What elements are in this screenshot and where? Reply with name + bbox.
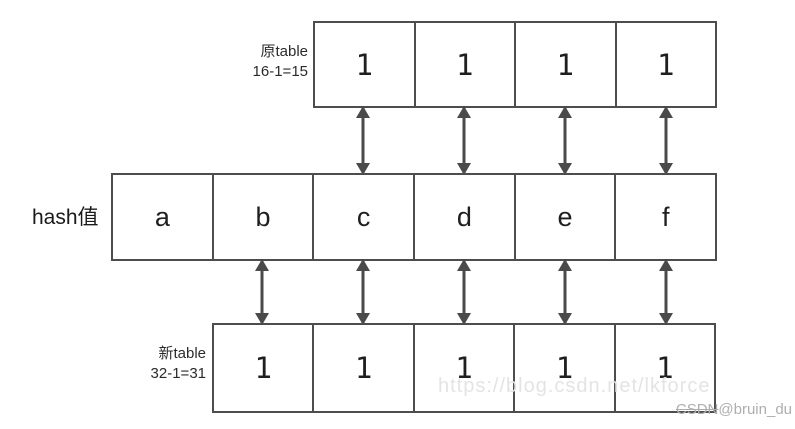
hash-value-row: a b c d e f — [111, 173, 717, 261]
original-table-row: 1 1 1 1 — [313, 21, 717, 108]
double-arrow-icon — [457, 259, 471, 325]
csdn-watermark-text: CSDN — [675, 401, 719, 418]
new-table-label-mask: 32-1=31 — [150, 365, 206, 382]
hash-cell: e — [516, 175, 617, 259]
hash-cell: c — [314, 175, 416, 259]
new-table-cell: 1 — [314, 325, 415, 411]
blog-url-watermark: https://blog.csdn.net/lkforce — [438, 375, 711, 397]
original-table-label-mask: 16-1=15 — [252, 63, 308, 80]
double-arrow-icon — [356, 106, 370, 175]
new-table-cell: 1 — [415, 325, 516, 411]
original-table-label: 原table 16-1=15 — [200, 42, 308, 82]
double-arrow-icon — [356, 259, 370, 325]
new-table-row: 1 1 1 1 1 — [212, 323, 716, 413]
double-arrow-icon — [659, 106, 673, 175]
double-arrow-icon — [558, 106, 572, 175]
author-watermark-text: @bruin_du — [718, 401, 792, 418]
new-table-cell: 1 — [656, 351, 674, 385]
hash-cell: a — [113, 175, 214, 259]
hash-value-label: hash值 — [32, 206, 99, 229]
author-watermark: CSDN@bruin_du — [676, 401, 792, 418]
new-table-cell: 1 — [214, 325, 315, 411]
original-table-label-name: 原table — [260, 43, 308, 60]
double-arrow-icon — [457, 106, 471, 175]
new-table-label-name: 新table — [158, 345, 206, 362]
double-arrow-icon — [558, 259, 572, 325]
original-table-cell: 1 — [657, 47, 675, 82]
new-table-label: 新table 32-1=31 — [118, 344, 206, 384]
hash-cell: d — [415, 175, 516, 259]
new-table-cell: 1 — [515, 325, 616, 411]
double-arrow-icon — [659, 259, 673, 325]
original-table-cell: 1 — [516, 23, 617, 106]
hash-cell: f — [661, 201, 670, 232]
original-table-cell: 1 — [315, 23, 416, 106]
hash-cell: b — [214, 175, 315, 259]
original-table-cell: 1 — [416, 23, 516, 106]
double-arrow-icon — [255, 259, 269, 325]
